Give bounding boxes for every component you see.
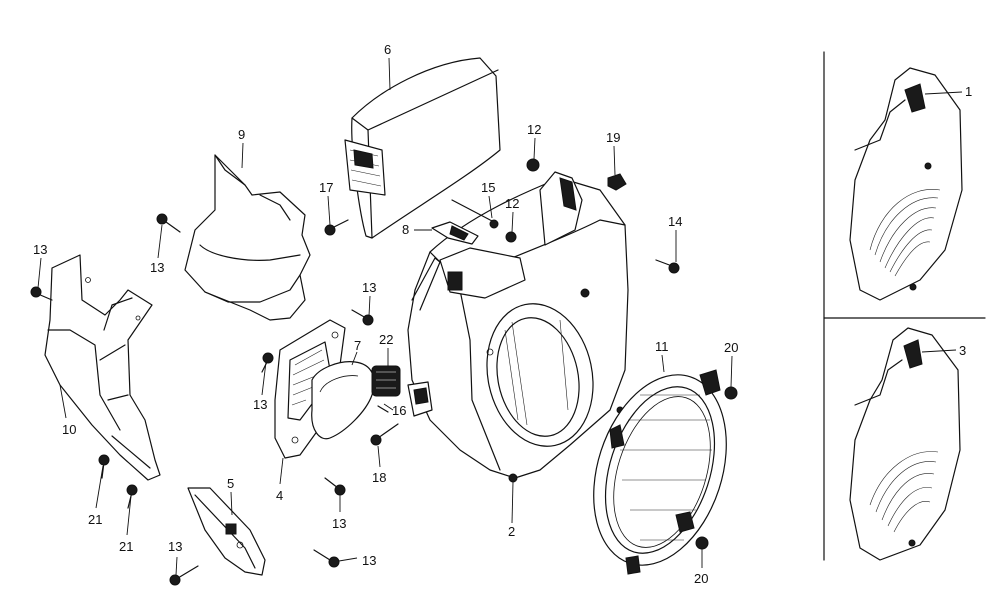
callout-13: 13	[168, 539, 182, 554]
callout-21: 21	[119, 539, 133, 554]
inset-1-shroud-variant	[849, 67, 963, 301]
callout-7: 7	[354, 338, 361, 353]
callout-16: 16	[392, 403, 406, 418]
part-6-top-cover	[344, 57, 501, 239]
callout-13: 13	[253, 397, 267, 412]
callout-6: 6	[384, 42, 391, 57]
callout-10: 10	[62, 422, 76, 437]
callout-15: 15	[481, 180, 495, 195]
callout-21: 21	[88, 512, 102, 527]
part-7-gasket	[311, 361, 375, 440]
callout-18: 18	[372, 470, 386, 485]
callout-4: 4	[276, 488, 283, 503]
part-10-shroud-plate	[44, 254, 161, 481]
callout-11: 11	[655, 339, 669, 354]
leader-lines	[37, 57, 963, 576]
part-9-bracket	[184, 154, 311, 321]
callout-22: 22	[379, 332, 393, 347]
callout-13: 13	[332, 516, 346, 531]
part-8-clip	[431, 221, 479, 245]
callout-12: 12	[505, 196, 519, 211]
callout-3: 3	[959, 343, 966, 358]
callout-9: 9	[238, 127, 245, 142]
callout-20: 20	[694, 571, 708, 586]
callout-14: 14	[668, 214, 682, 229]
callout-20: 20	[724, 340, 738, 355]
part-22-grommet	[371, 365, 401, 397]
callout-13: 13	[362, 280, 376, 295]
callout-2: 2	[508, 524, 515, 539]
part-2-fan-shroud	[407, 171, 629, 483]
part-16-clip	[407, 381, 433, 417]
callout-12: 12	[527, 122, 541, 137]
part-11-fan-ring	[593, 369, 727, 575]
callout-1: 1	[965, 84, 972, 99]
callout-8: 8	[402, 222, 409, 237]
callout-19: 19	[606, 130, 620, 145]
callout-13: 13	[362, 553, 376, 568]
callout-5: 5	[227, 476, 234, 491]
callout-13: 13	[150, 260, 164, 275]
callout-17: 17	[319, 180, 333, 195]
callout-13: 13	[33, 242, 47, 257]
part-5-lower-bracket	[187, 487, 266, 576]
callout-labels: 6 9 12 19 17 15 12 8 14 13 13 13 13 13 1…	[33, 42, 972, 586]
inset-3-shroud-variant	[849, 327, 961, 561]
fasteners	[30, 158, 738, 586]
